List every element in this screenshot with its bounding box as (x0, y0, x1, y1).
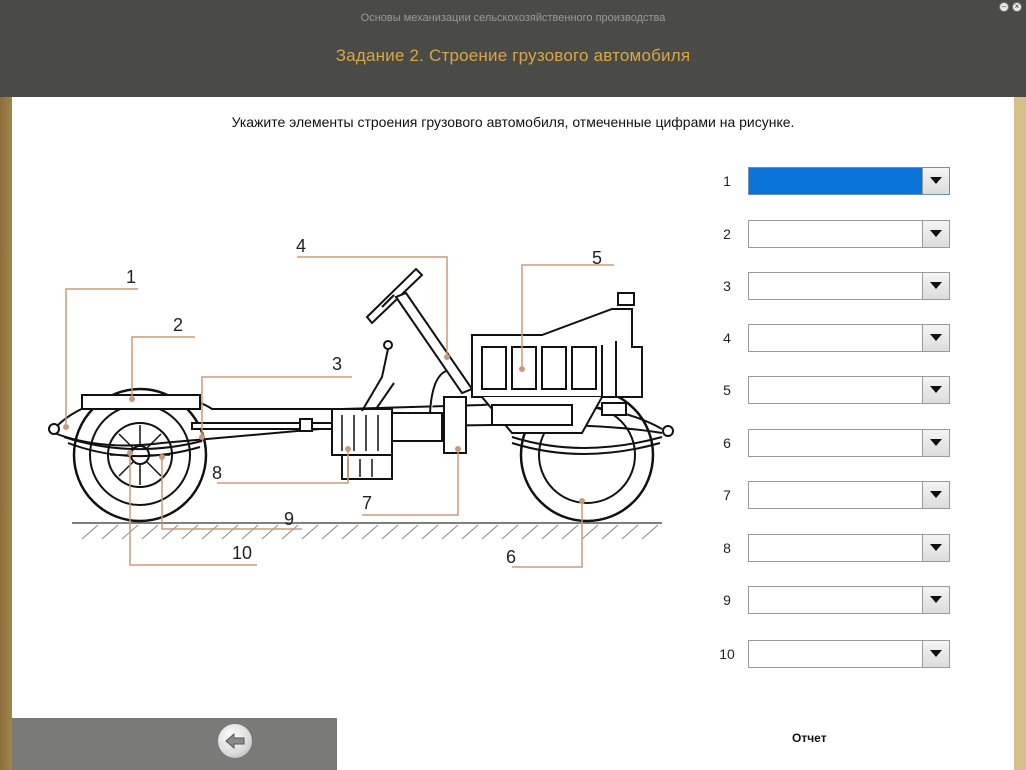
minimize-icon[interactable]: – (999, 2, 1009, 12)
close-icon[interactable]: × (1012, 2, 1022, 12)
footer-nav (12, 718, 337, 770)
answer-select-1[interactable] (748, 167, 950, 195)
leader-anchors (63, 354, 585, 504)
answer-number: 6 (723, 435, 731, 451)
task-panel: Укажите элементы строения грузового авто… (12, 97, 1014, 718)
task-instruction: Укажите элементы строения грузового авто… (231, 114, 795, 130)
answer-select-4[interactable] (748, 324, 950, 352)
report-button[interactable]: Отчет (792, 731, 827, 745)
dropdown-button[interactable] (922, 273, 949, 299)
app-subtitle: Основы механизации сельскохозяйственного… (360, 12, 666, 24)
answer-number: 10 (719, 646, 735, 662)
footer-actions: Отчет (337, 718, 1014, 770)
clutch (391, 370, 467, 454)
answer-number: 2 (723, 226, 731, 242)
answer-number: 3 (723, 278, 731, 294)
title-bar: Основы механизации сельскохозяйственного… (0, 0, 1026, 97)
diagram-label-6: 6 (506, 547, 516, 567)
chevron-down-icon (930, 282, 942, 289)
diagram-label-10: 10 (232, 543, 252, 563)
diagram-label-7: 7 (362, 493, 372, 513)
chevron-down-icon (930, 334, 942, 341)
chevron-down-icon (930, 230, 942, 237)
ground (72, 522, 662, 540)
dropdown-button[interactable] (922, 587, 949, 613)
answer-number: 9 (723, 592, 731, 608)
answer-number: 4 (723, 330, 731, 346)
back-button[interactable] (217, 723, 253, 759)
diagram-label-9: 9 (284, 509, 294, 529)
chevron-down-icon (930, 544, 942, 551)
dropdown-button[interactable] (922, 168, 949, 194)
page-title: Задание 2. Строение грузового автомобиля (335, 46, 691, 65)
dropdown-button[interactable] (922, 221, 949, 247)
answer-number: 1 (723, 173, 731, 189)
truck-diagram: 1 2 3 4 5 6 7 8 9 10 (48, 237, 674, 568)
diagram-label-2: 2 (173, 315, 183, 335)
answer-number: 5 (723, 382, 731, 398)
engine (471, 292, 643, 434)
diagram-label-5: 5 (592, 248, 602, 268)
gear-lever (361, 340, 395, 412)
answer-select-9[interactable] (748, 586, 950, 614)
answer-number: 8 (723, 540, 731, 556)
chevron-down-icon (930, 439, 942, 446)
steering-wheel (365, 267, 474, 395)
arrow-left-icon (225, 732, 245, 750)
chevron-down-icon (930, 491, 942, 498)
answer-select-2[interactable] (748, 220, 950, 248)
dropdown-button[interactable] (922, 641, 949, 667)
chevron-down-icon (930, 596, 942, 603)
dropdown-button[interactable] (922, 325, 949, 351)
diagram-label-3: 3 (332, 354, 342, 374)
answer-select-5[interactable] (748, 376, 950, 404)
answer-select-3[interactable] (748, 272, 950, 300)
dropdown-button[interactable] (922, 482, 949, 508)
dropdown-button[interactable] (922, 535, 949, 561)
diagram-label-8: 8 (212, 463, 222, 483)
chevron-down-icon (930, 386, 942, 393)
rear-wheel (72, 387, 208, 523)
chevron-down-icon (930, 177, 942, 184)
drive-shaft (191, 418, 343, 432)
answer-number: 7 (723, 487, 731, 503)
answer-select-10[interactable] (748, 640, 950, 668)
diagram-label-1: 1 (126, 267, 136, 287)
chevron-down-icon (930, 650, 942, 657)
dropdown-button[interactable] (922, 430, 949, 456)
answer-select-6[interactable] (748, 429, 950, 457)
diagram-label-4: 4 (296, 237, 306, 256)
dropdown-button[interactable] (922, 377, 949, 403)
answer-select-7[interactable] (748, 481, 950, 509)
answer-select-8[interactable] (748, 534, 950, 562)
leader-lines (65, 256, 614, 568)
gearbox (331, 408, 393, 480)
